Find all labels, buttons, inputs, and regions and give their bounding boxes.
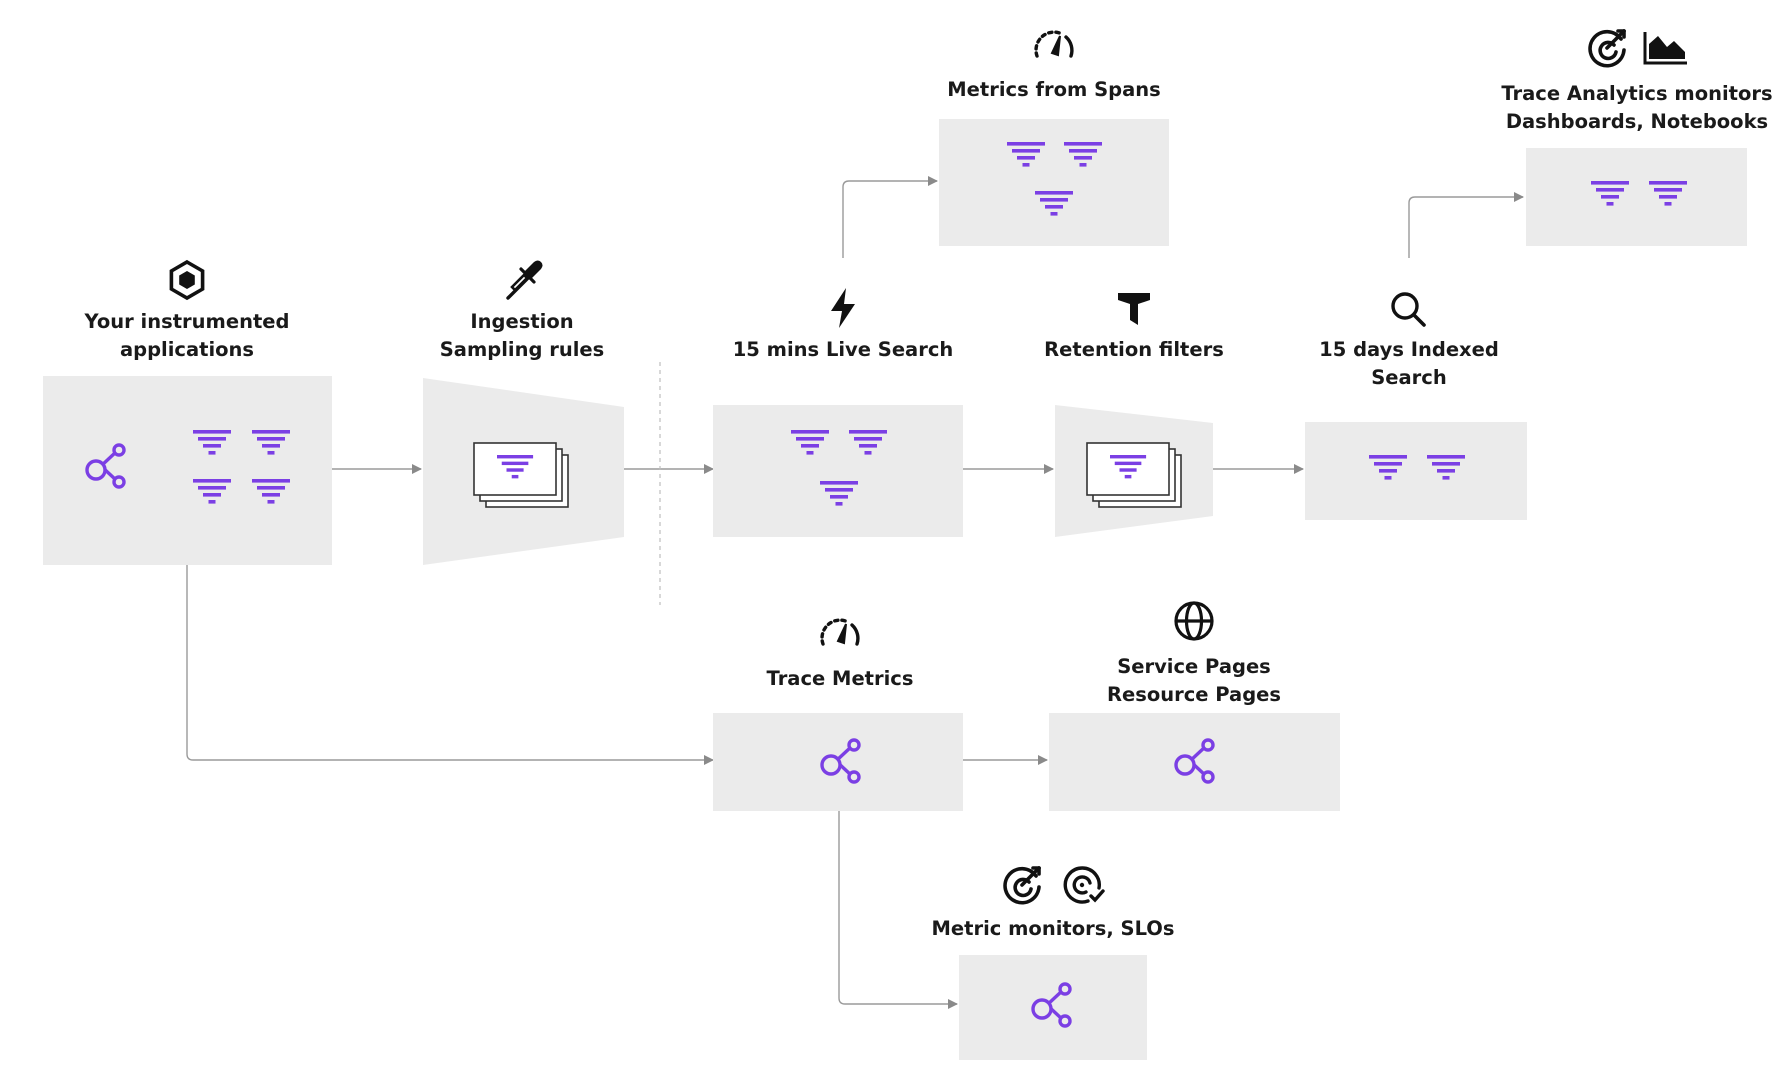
search-icon	[1391, 292, 1426, 327]
node-ingestion-label-2: Sampling rules	[440, 338, 605, 361]
node-analytics-label-1: Trace Analytics monitors	[1501, 82, 1772, 105]
node-indexed-label-2: Search	[1371, 366, 1447, 389]
svg-text:Trace Metrics: Trace Metrics	[767, 667, 914, 690]
connector-trace-monitors	[838, 810, 958, 1009]
target-icon	[1003, 866, 1041, 905]
node-apps-label-1: Your instrumented	[84, 310, 290, 333]
stacked-cards-glyph	[474, 443, 568, 507]
node-spans-box	[939, 119, 1169, 246]
connectors	[186, 176, 1524, 1009]
node-analytics-box	[1526, 148, 1747, 246]
area-chart-icon	[1643, 32, 1687, 65]
node-trace: Trace Metrics	[713, 618, 963, 811]
node-ingestion-label-1: Ingestion	[470, 310, 573, 333]
node-apps-label-2: applications	[120, 338, 254, 361]
svg-text:Retention filters: Retention filters	[1044, 338, 1224, 361]
node-monitors: Metric monitors, SLOs	[932, 866, 1175, 1060]
node-service-label-1: Service Pages	[1117, 655, 1271, 678]
svg-text:Metric monitors, SLOs: Metric monitors, SLOs	[932, 917, 1175, 940]
node-live: 15 mins Live Search	[713, 288, 963, 537]
target-icon	[1588, 29, 1626, 68]
funnel-icon	[1118, 293, 1150, 325]
slo-target-icon	[1063, 866, 1105, 904]
node-monitors-box	[959, 955, 1147, 1060]
node-service-label-2: Resource Pages	[1107, 683, 1281, 706]
node-retention: Retention filters	[1044, 293, 1224, 537]
node-apps: Your instrumented applications	[43, 259, 332, 565]
svg-text:15 mins Live Search: 15 mins Live Search	[733, 338, 954, 361]
globe-icon	[1174, 601, 1214, 641]
eyedropper-icon	[506, 260, 543, 300]
speedometer-icon	[1034, 30, 1074, 58]
connector-live-spans	[842, 176, 938, 258]
connector-apps-trace	[186, 565, 714, 765]
node-live-label-1: 15 mins Live Search	[733, 338, 954, 361]
node-indexed-box	[1305, 422, 1527, 520]
node-live-box	[713, 405, 963, 537]
node-monitors-label-1: Metric monitors, SLOs	[932, 917, 1175, 940]
node-retention-label-1: Retention filters	[1044, 338, 1224, 361]
hexagon-icon	[169, 259, 205, 301]
lightning-icon	[831, 288, 855, 328]
node-spans-label-1: Metrics from Spans	[947, 78, 1160, 101]
speedometer-icon	[820, 618, 860, 646]
node-analytics-label-2: Dashboards, Notebooks	[1506, 110, 1768, 133]
node-trace-label-1: Trace Metrics	[767, 667, 914, 690]
node-indexed-label-1: 15 days Indexed	[1319, 338, 1499, 361]
stacked-cards-glyph	[1087, 443, 1181, 507]
node-spans: Metrics from Spans	[939, 30, 1169, 246]
svg-text:Metrics from Spans: Metrics from Spans	[947, 78, 1160, 101]
connector-indexed-analytics	[1408, 192, 1524, 258]
